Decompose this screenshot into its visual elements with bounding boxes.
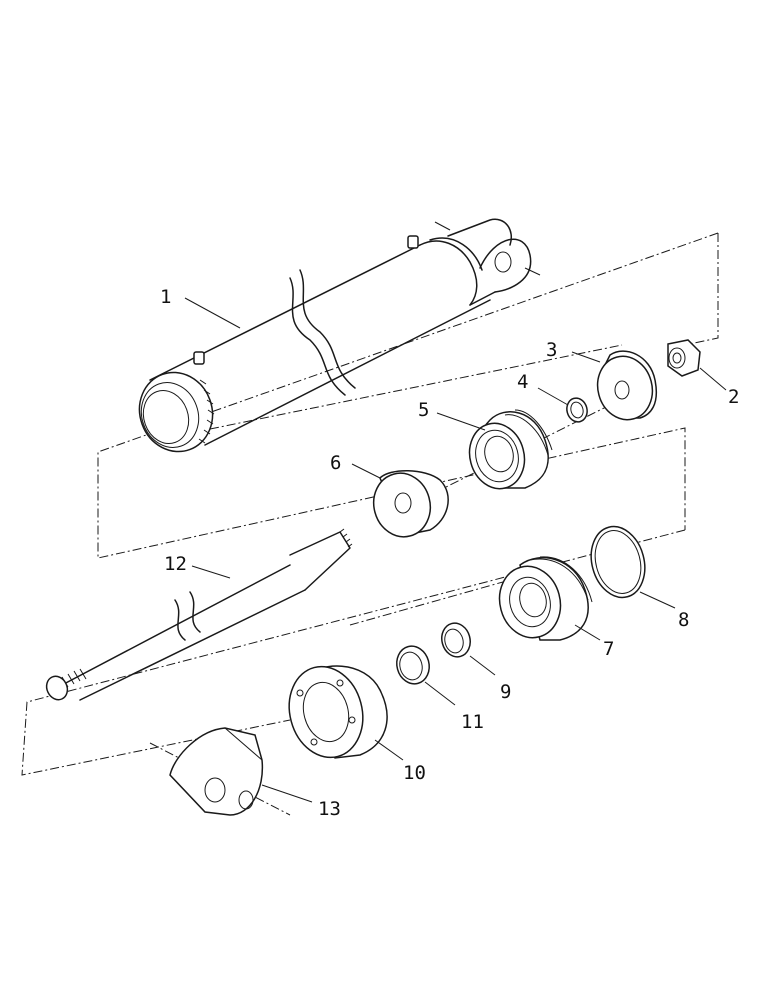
part-12-piston-rod: [45, 528, 353, 701]
callout-13: 13: [318, 798, 341, 820]
grease-nipple: [193, 351, 205, 365]
callout-1: 1: [160, 286, 171, 308]
callout-labels: 1 2 3 4 5 6 7 8 9 10 11 12 13: [160, 286, 739, 820]
part-4-o-ring: [566, 397, 588, 423]
assembly-guide-lines: [21, 232, 719, 816]
callout-4: 4: [517, 371, 528, 393]
callout-3: 3: [546, 339, 557, 361]
leader-lines: [184, 297, 727, 803]
callout-11: 11: [461, 711, 484, 733]
callout-9: 9: [500, 681, 511, 703]
callout-10: 10: [403, 762, 426, 784]
part-1-cylinder-barrel: [138, 218, 541, 453]
part-3-washer: [596, 350, 657, 421]
grease-nipple: [407, 235, 419, 249]
part-9-seal: [441, 622, 471, 658]
part-2-nut: [667, 339, 701, 377]
callout-6: 6: [330, 452, 341, 474]
part-13-bracket: [169, 727, 264, 816]
callout-12: 12: [164, 553, 187, 575]
callout-5: 5: [418, 399, 429, 421]
callout-8: 8: [678, 609, 689, 631]
barrel-knurled-end: [138, 371, 214, 453]
part-10-end-cap: [288, 665, 388, 759]
part-11-wiper: [396, 645, 430, 685]
part-6-bush: [372, 470, 449, 538]
part-7-gland: [498, 556, 593, 641]
callout-2: 2: [728, 386, 739, 408]
part-8-large-o-ring: [590, 525, 646, 599]
part-5-piston: [468, 409, 553, 490]
callout-7: 7: [603, 638, 614, 660]
